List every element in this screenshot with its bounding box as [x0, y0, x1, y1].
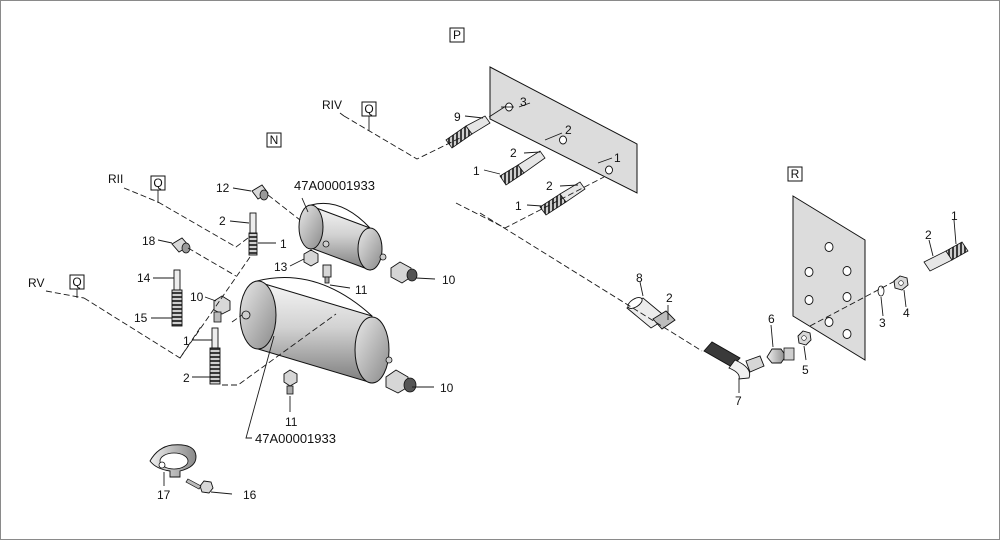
elbow-10-left: [213, 295, 231, 323]
svg-text:Q: Q: [364, 102, 373, 116]
view-box-q-rii: Q: [150, 175, 166, 203]
callout-p-2c: 2: [546, 179, 553, 193]
callout-r-8: 8: [636, 271, 643, 285]
svg-text:R: R: [791, 167, 800, 181]
washer-3: [877, 285, 885, 297]
ref-rv: RV: [28, 276, 44, 290]
connection-to-hose: [479, 212, 703, 352]
svg-text:Q: Q: [72, 275, 81, 289]
connection-rv: [83, 297, 203, 359]
view-box-p: P: [449, 27, 465, 43]
svg-text:P: P: [453, 28, 461, 42]
callout-b-10: 10: [440, 381, 454, 395]
connection-bottom: [222, 313, 337, 386]
stud-9: [445, 115, 491, 149]
elbow-12: [251, 184, 269, 201]
stud-1a: [499, 150, 546, 186]
callout-l-2: 2: [183, 371, 190, 385]
callout-p-1a: 1: [473, 164, 480, 178]
drain-11-top: [322, 264, 332, 284]
stud-r-1: [923, 241, 969, 272]
valve-10-top: [390, 261, 418, 284]
callout-l-18: 18: [142, 234, 156, 248]
elbow-18: [171, 237, 191, 254]
view-box-r: R: [787, 166, 803, 182]
pipe-14-15: [171, 269, 183, 327]
valve-10-bottom: [385, 369, 417, 394]
callout-n-13: 13: [274, 260, 288, 274]
part-number-bottom-tank: 47A00001933: [255, 431, 336, 446]
view-box-q-rv: Q: [69, 274, 85, 298]
svg-text:N: N: [270, 133, 279, 147]
air-tank-bottom: [239, 277, 393, 384]
fitting-6: [766, 347, 795, 364]
callout-l-14: 14: [137, 271, 151, 285]
callout-p-1c: 1: [614, 151, 621, 165]
callout-p-9: 9: [454, 110, 461, 124]
callout-r-7: 7: [735, 394, 742, 408]
callout-n-12: 12: [216, 181, 230, 195]
view-box-n: N: [266, 132, 282, 148]
callout-r-3: 3: [879, 316, 886, 330]
coupling-8: [626, 297, 676, 330]
connection-18: [187, 247, 237, 277]
plug-13: [303, 249, 319, 267]
clamp-17: [149, 444, 197, 478]
plate-r: [792, 195, 866, 361]
callout-r-6: 6: [768, 312, 775, 326]
connection-p-n: [455, 176, 605, 229]
connection-rii: [157, 201, 249, 248]
callout-p-2a: 2: [565, 123, 572, 137]
callout-n-1: 1: [280, 237, 287, 251]
callout-b-11: 11: [285, 415, 298, 429]
svg-text:Q: Q: [153, 176, 162, 190]
part-number-top-tank: 47A00001933: [294, 178, 375, 193]
callout-labels: 3 9 2 2 1 1 2 1 12 2 1 13 11 10 18 14 15…: [134, 95, 958, 502]
pipe-n-2: [248, 212, 258, 256]
callout-p-2b: 2: [510, 146, 517, 160]
callout-l-1: 1: [183, 334, 190, 348]
callout-l-15: 15: [134, 311, 148, 325]
hose-7: [703, 341, 765, 380]
callout-n-11: 11: [355, 283, 368, 297]
nut-5: [797, 330, 812, 346]
air-tank-top: [298, 202, 387, 271]
callout-n-10: 10: [442, 273, 456, 287]
callout-l-10: 10: [190, 290, 204, 304]
callout-r-5: 5: [802, 363, 809, 377]
callout-r-1: 1: [951, 209, 958, 223]
callout-r-2b: 2: [925, 228, 932, 242]
callout-b-17: 17: [157, 488, 171, 502]
leader: [488, 105, 507, 118]
callout-p-1b: 1: [515, 199, 522, 213]
ref-rii: RII: [108, 172, 123, 186]
nut-4: [893, 275, 909, 291]
callout-n-2: 2: [219, 214, 226, 228]
bolt-16: [185, 478, 214, 494]
stud-1b: [539, 181, 586, 216]
callout-b-16: 16: [243, 488, 257, 502]
callout-r-2: 2: [666, 291, 673, 305]
connection-riv: [343, 115, 461, 160]
callout-p-3: 3: [520, 95, 527, 109]
callout-r-4: 4: [903, 306, 910, 320]
drain-11-bottom: [283, 369, 298, 395]
ref-riv: RIV: [322, 98, 342, 112]
view-box-q-riv: Q: [361, 101, 377, 131]
pipe-l-1-2: [209, 327, 221, 385]
